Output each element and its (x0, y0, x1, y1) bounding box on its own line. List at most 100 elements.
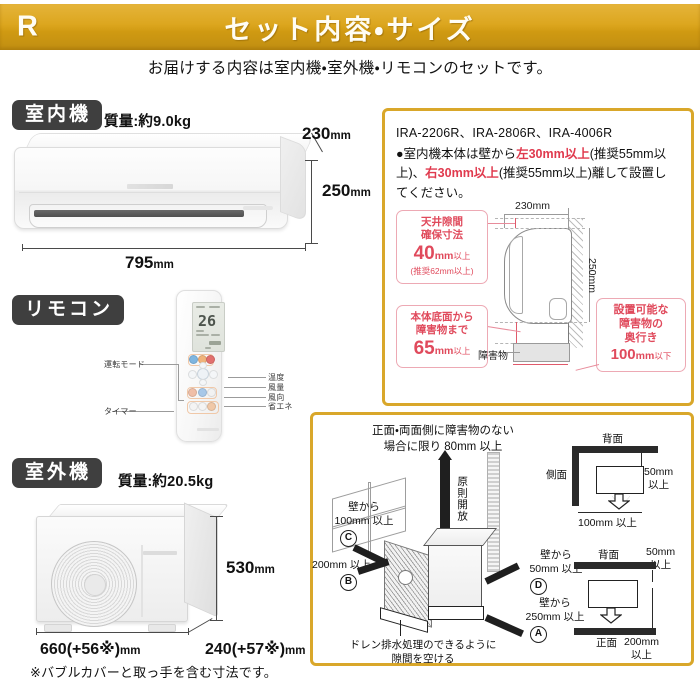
remote-cool-button[interactable] (189, 355, 198, 364)
clearance-c-line2: 100mm 以上 (334, 515, 394, 528)
outdoor-unit-illustration (36, 502, 251, 632)
indoor-unit-side-face (280, 136, 306, 222)
bottom-callout-unit: mm (434, 345, 454, 358)
remote-timer-set-button[interactable] (207, 402, 216, 411)
plan-top-side-wall (572, 446, 579, 506)
remote-label-timer: タイマー (104, 407, 137, 416)
indoor-width-tick-right (305, 244, 306, 251)
side-view-depth-line (504, 214, 568, 215)
clearance-mark-d: D (530, 578, 547, 595)
remote-timer-leader (112, 411, 174, 412)
page-title: セット内容・サイズ (224, 14, 476, 45)
remote-timer-on-button[interactable] (189, 402, 198, 411)
outdoor-unit-logo (143, 551, 177, 555)
instruction-prefix: ●室内機本体は壁から (396, 147, 517, 161)
diagram-outdoor-unit-side (428, 540, 482, 616)
plan-bottom-rear-wall (574, 562, 656, 569)
plan-bottom-arrow-icon (600, 608, 622, 624)
open-space-arrow-head (438, 450, 452, 460)
bottom-clearance-arrow (516, 322, 518, 343)
indoor-unit-louver (29, 204, 267, 228)
depth-callout-value-row: 100mm以下 (599, 345, 683, 365)
remote-up-arrow-button[interactable] (199, 362, 207, 369)
side-view-unit-outlet (549, 298, 567, 320)
bottom-callout-line1: 本体底面から (410, 311, 474, 323)
clearance-d-line1: 壁から (540, 549, 572, 561)
remote-eco-button[interactable] (207, 388, 216, 397)
ceiling-gap-arrow (515, 218, 517, 228)
ceiling-callout-line2: 確保寸法 (421, 229, 463, 242)
lead-description: お届けする内容は室内機・室外機・リモコンのセットです。 (147, 60, 553, 77)
indoor-unit-vent (243, 206, 273, 210)
bottom-callout-suffix: 以上 (453, 346, 471, 357)
obstacle-block (513, 343, 570, 362)
drain-gap-marker (400, 620, 401, 636)
plan-bottom-front-label: 正面 (596, 637, 617, 649)
indoor-depth-label: 230mm (302, 124, 351, 143)
indoor-unit-weight: 質量:約9.0kg (104, 114, 192, 130)
remote-function-group (187, 387, 217, 399)
plan-top-rear-gap-line2: 以上 (648, 479, 670, 492)
side-view-height-line (589, 228, 590, 322)
drain-note-line1: ドレン排水処理のできるように (349, 639, 497, 651)
plan-top-arrow-icon (608, 494, 630, 510)
plan-top-rear-gap-line1: 50mm (644, 466, 674, 478)
bottom-clearance-callout: 本体底面から 障害物まで 65mm以上 (396, 305, 488, 368)
plan-top-gap-tick (641, 453, 642, 466)
outdoor-width-line (36, 632, 188, 633)
outdoor-top-note-line1: 正面・両面側に障害物のない (372, 425, 514, 437)
ceiling-gap-leader (481, 223, 515, 225)
open-space-arrow-bar (440, 458, 450, 542)
remote-timer-off-button[interactable] (198, 402, 207, 411)
outdoor-depth-label: 240(+57※)mm (205, 641, 306, 658)
plan-top-rear-label: 背面 (602, 433, 623, 445)
plan-top-rear-wall (572, 446, 658, 453)
remote-fanspeed-leader (224, 387, 266, 388)
clearance-mark-c: C (340, 530, 357, 547)
obstacle-label: 障害物 (478, 351, 508, 362)
ceiling-callout-note: (推奨62mm以上) (410, 266, 474, 276)
clearance-a-line1: 壁から (539, 597, 571, 609)
outdoor-unit-side-face (184, 502, 218, 618)
obstacle-depth-arrow (513, 364, 568, 366)
outdoor-unit-foot-left (44, 624, 72, 632)
plan-top-side-gap-line (578, 512, 642, 514)
plan-bottom-rear-label: 背面 (598, 549, 619, 561)
side-view-dash-ceiling (495, 218, 585, 219)
outdoor-unit-badge: 室外機 (12, 458, 103, 489)
remote-label-fan-speed: 風量 (268, 383, 285, 392)
indoor-unit-illustration (14, 133, 316, 238)
clearance-d-line2: 50mm 以上 (529, 563, 583, 576)
remote-power-button[interactable] (206, 355, 215, 364)
side-view-unit-louver (509, 236, 523, 314)
plan-bottom-front-gap-line1: 200mm (624, 636, 660, 648)
side-view-depth-tick-left (504, 214, 505, 228)
remote-mode-leader-2 (178, 400, 184, 401)
depth-callout-suffix: 以下 (654, 351, 672, 362)
remote-label-mode: 運転モード (104, 360, 145, 369)
bottom-callout-value-row: 65mm以上 (399, 337, 485, 361)
plan-bottom-front-wall (574, 628, 656, 635)
side-view-dash-bottom (495, 322, 587, 323)
remote-brand-mark (197, 428, 219, 431)
side-view-depth-tick-right (568, 208, 569, 230)
diagram-unit-base-right (428, 606, 484, 620)
remote-fan-button[interactable] (188, 388, 197, 397)
depth-callout-value: 100 (610, 346, 636, 364)
remote-temp-up-button[interactable] (209, 370, 218, 379)
remote-down-arrow-button[interactable] (199, 379, 207, 386)
outdoor-unit-divider (141, 545, 143, 617)
indoor-unit-seam (19, 192, 283, 193)
outdoor-width-label: 660(+56※)mm (40, 641, 141, 658)
open-space-label: 原則開放 (456, 476, 469, 522)
remote-label-eco: 省エネ (268, 402, 293, 411)
remote-temp-down-button[interactable] (188, 370, 197, 379)
indoor-unit-badge: 室内機 (12, 100, 103, 131)
refrigerant-pipe (487, 452, 500, 572)
remote-swing-button[interactable] (198, 388, 207, 397)
bottom-callout-value: 65 (413, 338, 435, 360)
outdoor-top-note: 正面・両面側に障害物のない 場合に限り 80mm 以上 (348, 424, 538, 455)
ceiling-callout-value-row: 40mm以上 (399, 242, 485, 266)
plan-bottom-front-gap: 200mm 以上 (624, 636, 659, 662)
bottom-callout-line2: 障害物まで (415, 324, 469, 337)
